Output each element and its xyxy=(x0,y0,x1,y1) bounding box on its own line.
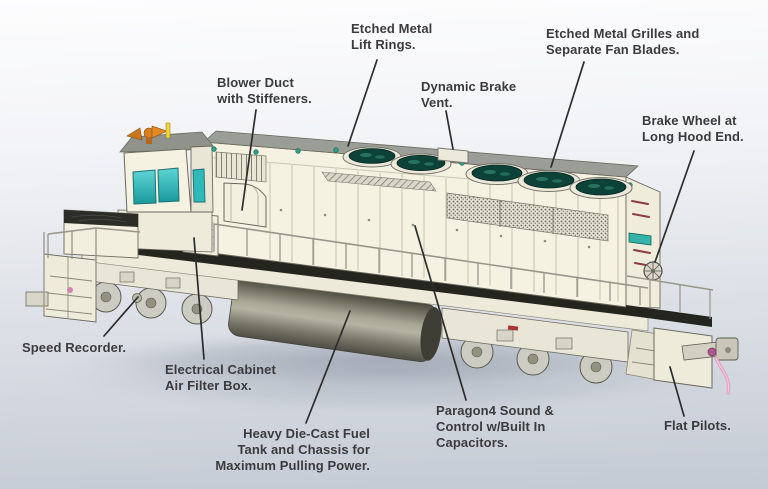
callout-fan-grilles: Etched Metal Grilles and Separate Fan Bl… xyxy=(546,26,700,57)
rear-handrails xyxy=(626,275,714,319)
callout-blower-duct: Blower Duct with Stiffeners. xyxy=(217,75,312,106)
cab xyxy=(117,122,214,253)
callout-fuel-tank: Heavy Die-Cast Fuel Tank and Chassis for… xyxy=(215,426,370,473)
mu-valve xyxy=(707,347,717,357)
leader-fuel-tank xyxy=(305,310,351,424)
rear-deck xyxy=(626,305,712,327)
rear-end xyxy=(625,200,739,395)
fan xyxy=(342,146,402,168)
leader-paragon4 xyxy=(414,225,467,401)
windshield-left xyxy=(132,169,157,205)
rear-marker-light xyxy=(628,232,652,246)
leader-blower-duct xyxy=(241,109,257,211)
leader-flat-pilots xyxy=(669,366,685,417)
red-accent xyxy=(507,325,519,331)
flat-pilot xyxy=(653,327,713,389)
callout-lift-rings: Etched Metal Lift Rings. xyxy=(351,21,433,52)
front-pilot xyxy=(25,253,97,323)
dynamic-brake-roof-hatch xyxy=(321,171,437,192)
fan xyxy=(390,153,452,175)
leader-brake-wheel xyxy=(654,150,695,263)
callout-brake-wheel: Brake Wheel at Long Hood End. xyxy=(642,113,744,144)
radiator-fans xyxy=(342,146,633,199)
fan xyxy=(465,163,529,185)
leader-dynamic-brake-vent xyxy=(445,110,454,150)
nose-tread xyxy=(64,210,138,227)
rear-coupler xyxy=(681,337,739,361)
fan xyxy=(569,177,633,199)
leader-fan-grilles xyxy=(550,61,585,168)
leader-speed-recorder xyxy=(103,296,139,337)
handrails xyxy=(43,223,649,310)
inertial-intake-grille xyxy=(215,151,267,183)
front-coupler xyxy=(25,291,49,307)
brake-wheel xyxy=(643,261,663,281)
walkway xyxy=(82,236,648,318)
front-mu-hose xyxy=(67,287,73,293)
dynamic-brake-vent xyxy=(437,147,469,164)
callout-flat-pilots: Flat Pilots. xyxy=(664,418,731,433)
rear-steps xyxy=(625,329,659,381)
leader-lines xyxy=(103,59,695,424)
radiator-intake-grilles xyxy=(446,192,609,242)
callout-electrical-cabinet: Electrical Cabinet Air Filter Box. xyxy=(165,362,276,393)
rear-truck xyxy=(441,307,629,384)
callout-speed-recorder: Speed Recorder. xyxy=(22,340,127,355)
leader-electrical-cabinet xyxy=(193,237,205,360)
leader-lift-rings xyxy=(347,59,378,147)
cab-side-window xyxy=(192,168,206,203)
windshield-right xyxy=(157,167,180,203)
callout-dynamic-brake-vent: Dynamic Brake Vent. xyxy=(421,79,517,110)
fan xyxy=(517,170,581,192)
horn xyxy=(126,122,171,144)
callout-paragon4: Paragon4 Sound & Control w/Built In Capa… xyxy=(436,403,554,450)
nose xyxy=(63,209,139,259)
